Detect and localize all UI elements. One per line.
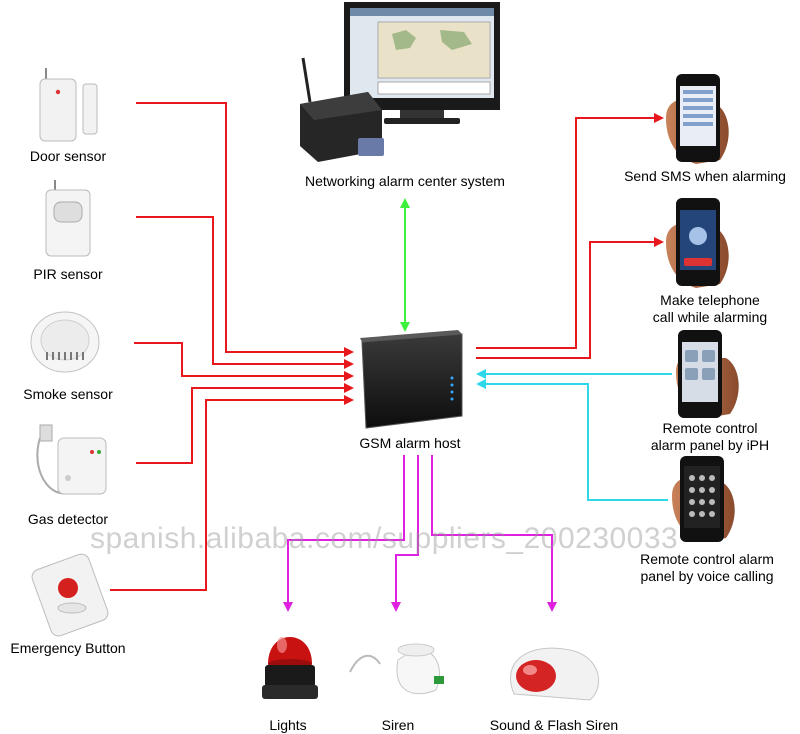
connector-voice: [476, 379, 668, 501]
connector-flash: [431, 455, 557, 612]
door-sensor-icon: [39, 68, 98, 142]
phone-label-call-line2: call while alarming: [652, 309, 768, 325]
connector-sms: [476, 113, 664, 349]
siren-icon: [349, 643, 444, 695]
connector-pir: [136, 216, 354, 369]
monitor-receiver-icon: [300, 2, 500, 162]
output-label-flash: Sound & Flash Siren: [489, 717, 619, 733]
input-label-gas: Gas detector: [27, 511, 109, 527]
connector-siren: [391, 455, 419, 612]
phone-sms-icon: [666, 74, 729, 164]
flash-siren-icon: [510, 647, 600, 701]
phone-label-sms-line1: Send SMS when alarming: [624, 168, 786, 184]
phone-in-connectors: [476, 369, 672, 501]
emergency-button-icon: [31, 553, 109, 637]
phone-app-icon: [676, 330, 739, 418]
phone-label-voice-line1: Remote control alarm: [640, 551, 774, 567]
phone-label-voice-line2: panel by voice calling: [640, 568, 774, 584]
input-label-smoke: Smoke sensor: [23, 386, 113, 402]
output-label-lights: Lights: [269, 717, 307, 733]
phone-label-iph-line1: Remote control: [662, 420, 758, 436]
phone-label-call: Make telephone call while alarming: [620, 292, 800, 326]
pir-sensor-icon: [45, 180, 91, 257]
input-label-emergency: Emergency Button: [10, 640, 126, 656]
phone-label-iph-line2: alarm panel by iPH: [650, 437, 770, 453]
smoke-sensor-icon: [30, 311, 100, 373]
watermark-text: spanish.alibaba.com/suppliers_200230033: [90, 522, 679, 555]
output-label-siren: Siren: [381, 717, 415, 733]
phone-label-sms: Send SMS when alarming: [610, 168, 800, 185]
connector-door: [136, 102, 354, 357]
host-label: GSM alarm host: [359, 435, 461, 451]
strobe-light-icon: [262, 637, 318, 699]
connector-gas: [136, 383, 354, 464]
connector-smoke: [134, 342, 354, 381]
alarm-host-icon: [360, 330, 463, 429]
phone-label-iph: Remote control alarm panel by iPH: [620, 420, 800, 454]
input-label-door: Door sensor: [29, 148, 107, 164]
phone-out-connectors: [476, 113, 664, 359]
connector-emergency: [110, 395, 354, 591]
phone-label-voice: Remote control alarm panel by voice call…: [614, 551, 800, 585]
output-connectors: [283, 455, 557, 612]
phone-label-call-line1: Make telephone: [660, 292, 760, 308]
phone-call-icon: [666, 198, 729, 288]
phone-keypad-icon: [672, 456, 735, 542]
center-label: Networking alarm center system: [305, 173, 505, 189]
input-connectors: [110, 102, 354, 591]
connector-lights: [283, 455, 405, 612]
connector-call: [476, 237, 664, 359]
input-label-pir: PIR sensor: [33, 266, 103, 282]
gas-detector-icon: [36, 424, 107, 495]
